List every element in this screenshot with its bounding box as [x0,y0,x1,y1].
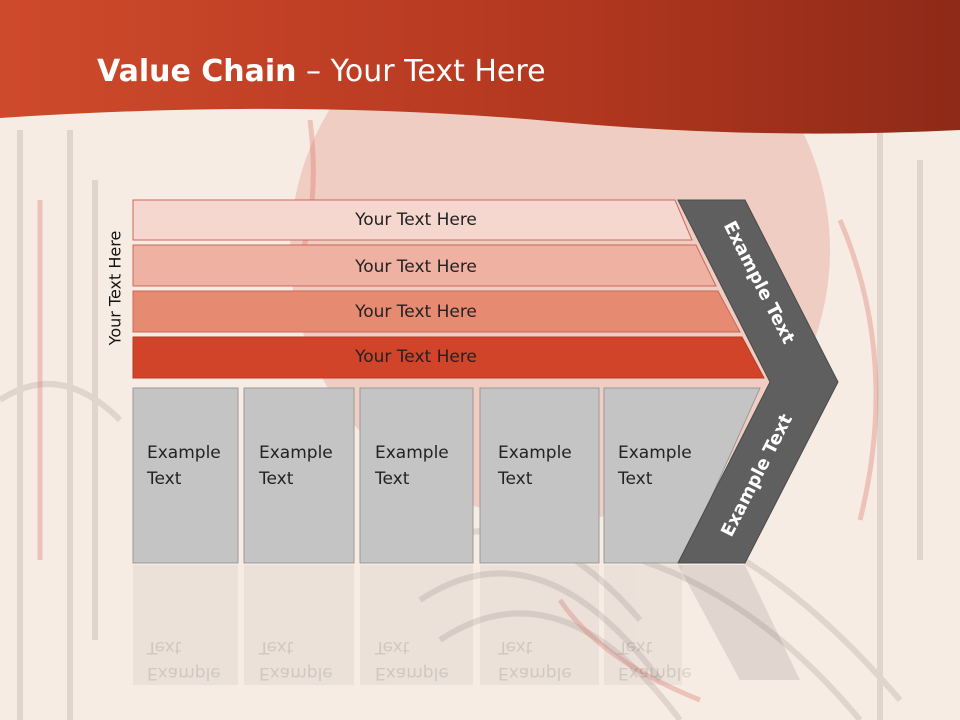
column-3-text: Example Text [375,440,449,492]
bar-2 [132,244,717,287]
column-1-reflection-line-1: Example [147,663,221,683]
column-4 [479,387,600,564]
column-3-reflection: Example Text [375,634,449,686]
column-3-line-1: Example [375,443,449,463]
column-2-line-2: Text [259,469,294,489]
column-4-reflection-line-2: Text [498,637,533,657]
slide-title: Value Chain – Your Text Here [97,54,546,89]
column-1-reflection: Example Text [147,634,221,686]
title-bold: Value Chain [97,54,297,89]
column-2-reflection-line-1: Example [259,663,333,683]
column-1 [132,387,239,564]
bar-4-label: Your Text Here [354,347,477,367]
column-4-reflection-line-1: Example [498,663,572,683]
columns [132,387,761,564]
column-3-line-2: Text [375,469,410,489]
column-3 [359,387,474,564]
column-3-reflection-line-1: Example [375,663,449,683]
bar-1 [132,199,693,241]
column-2 [243,387,355,564]
bar-4 [132,336,765,379]
column-2-reflection-line-2: Text [259,637,294,657]
column-4-line-1: Example [498,443,572,463]
column-5-text: Example Text [618,440,692,492]
chevron-reflection [678,565,800,680]
column-1-line-1: Example [147,443,221,463]
column-4-text: Example Text [498,440,572,492]
column-5-reflection: Example Text [618,634,692,686]
column-4-line-2: Text [498,469,533,489]
column-5-reflection-line-2: Text [618,637,653,657]
column-5-reflection-line-1: Example [618,663,692,683]
column-2-reflection: Example Text [259,634,333,686]
column-2-line-1: Example [259,443,333,463]
column-4-reflection: Example Text [498,634,572,686]
column-1-reflection-line-2: Text [147,637,182,657]
column-1-text: Example Text [147,440,221,492]
bar-3 [132,290,741,333]
column-1-line-2: Text [147,469,182,489]
title-rest: – Your Text Here [296,54,546,89]
column-5-line-2: Text [618,469,653,489]
bar-2-label: Your Text Here [354,257,477,277]
bar-3-label: Your Text Here [354,302,477,322]
chevron-arrow [677,199,839,564]
column-2-text: Example Text [259,440,333,492]
column-3-reflection-line-2: Text [375,637,410,657]
bar-1-label: Your Text Here [354,210,477,230]
column-5-line-1: Example [618,443,692,463]
